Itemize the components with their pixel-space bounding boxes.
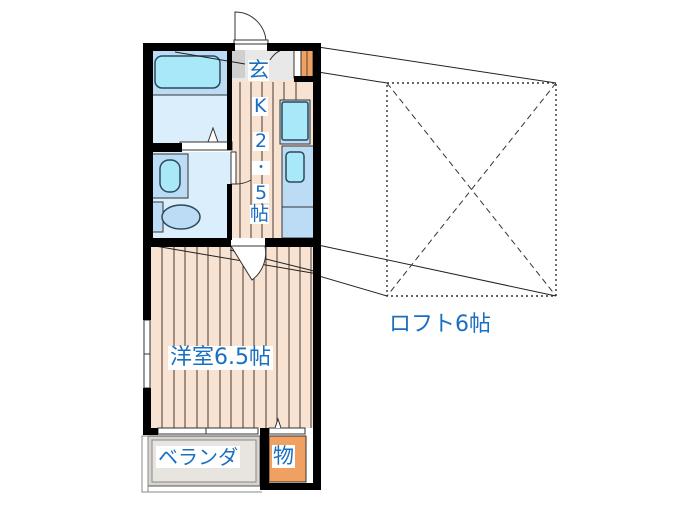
bathtub [154, 55, 221, 89]
veranda-label: ベランダ [156, 445, 240, 469]
kitchen-label-jo: 帖 [250, 203, 270, 225]
toilet-bowl [161, 204, 201, 230]
sink [285, 151, 305, 183]
western-room-floor [150, 246, 318, 428]
entrance-door [233, 11, 269, 45]
loft-cross [386, 82, 557, 297]
walls [143, 43, 321, 490]
loft-outline [386, 82, 557, 297]
kitchen-label-k: K [252, 95, 269, 117]
loft-label: ロフト6帖 [389, 312, 491, 337]
western-room-label: 洋室6.5帖 [168, 345, 273, 370]
storage-label: 物 [272, 444, 295, 468]
entrance-label: 玄 [248, 58, 269, 82]
western-room-floor-lines [161, 246, 312, 428]
kitchen-label-dot: ・ [252, 160, 270, 176]
kitchen-label-2: 2 [253, 130, 270, 152]
kitchen-label-5: 5 [253, 182, 270, 204]
veranda-window [157, 427, 259, 435]
